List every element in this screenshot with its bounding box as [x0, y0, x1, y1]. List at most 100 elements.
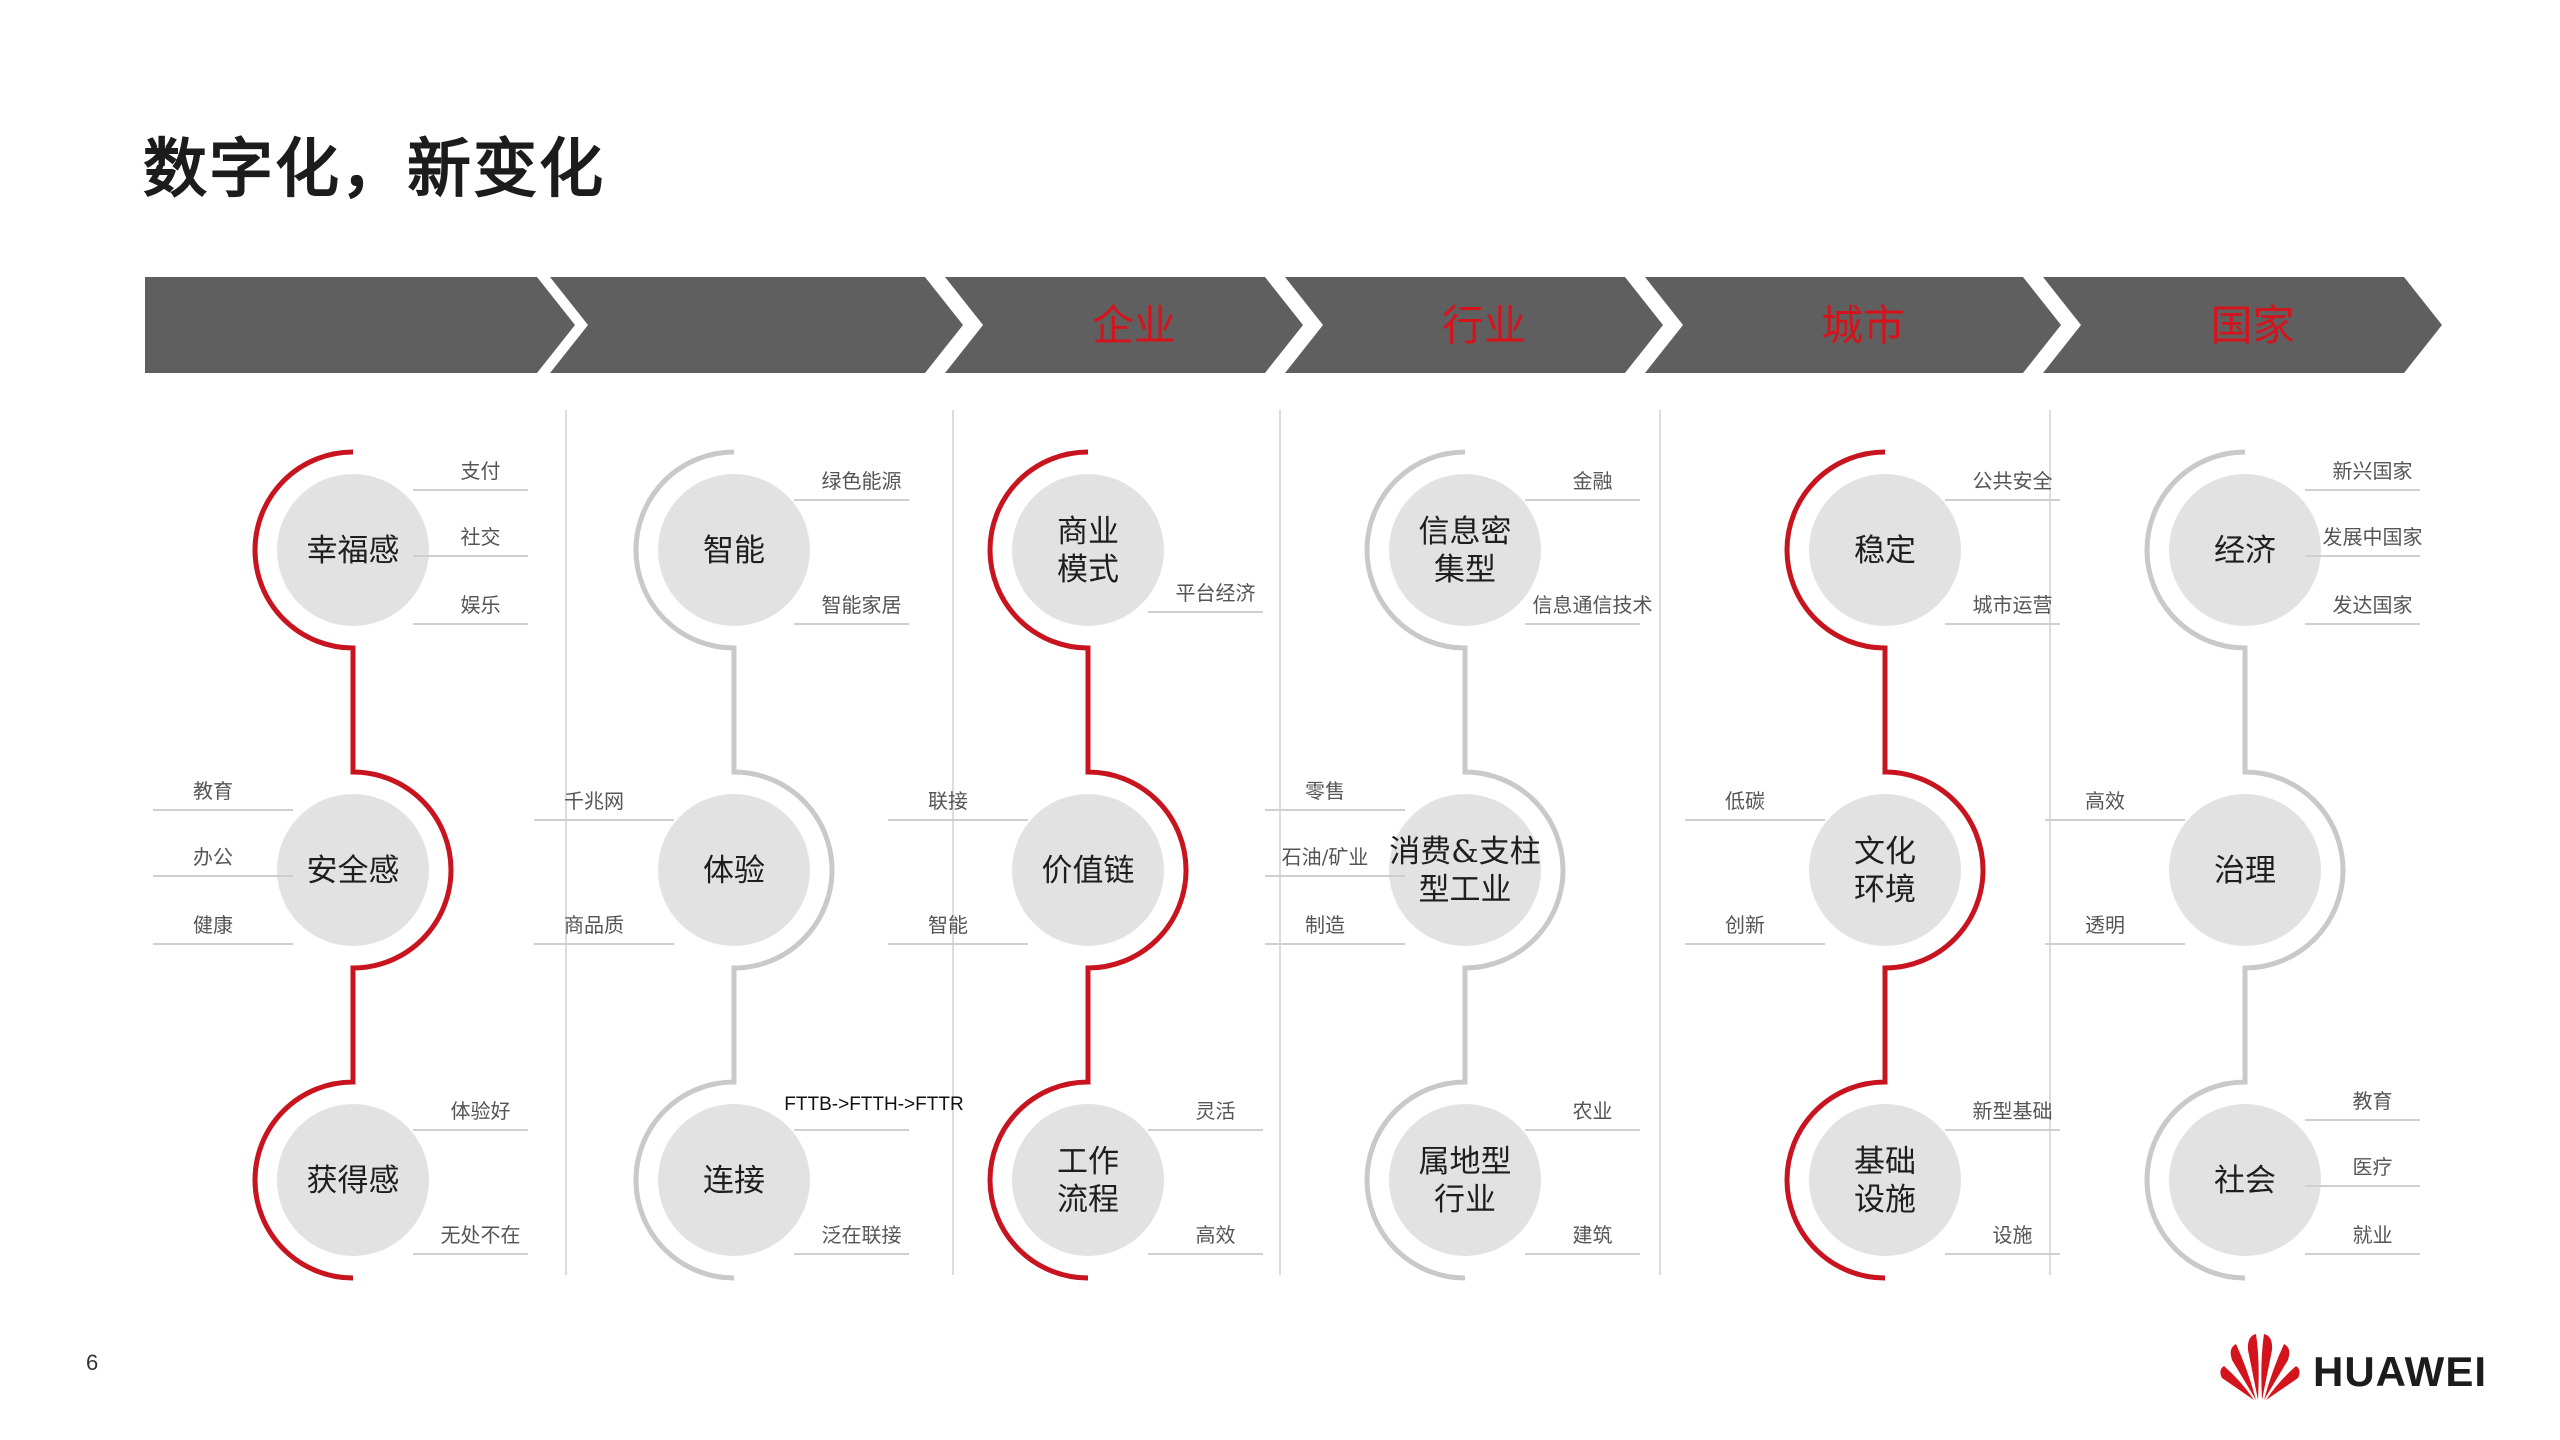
node-circle: [658, 794, 810, 946]
sub-label: 透明: [2085, 913, 2125, 937]
node-label: 价值链: [1042, 853, 1135, 889]
node-label: 安全感: [307, 853, 400, 889]
node-circle: [2169, 474, 2321, 626]
node-circle: [1809, 1104, 1961, 1256]
connector-line: [1784, 449, 1986, 1281]
chevron-5: [1645, 277, 2061, 373]
node-label: 商业: [1057, 514, 1119, 550]
sub-label: 平台经济: [1176, 581, 1256, 605]
sub-label: 低碳: [1725, 789, 1765, 813]
sub-label: 创新: [1725, 913, 1765, 937]
connector-line: [987, 449, 1189, 1281]
sub-label: 信息通信技术: [1533, 593, 1653, 617]
page-title: 数字化，新变化: [143, 133, 605, 207]
sub-label: 体验好: [451, 1099, 511, 1123]
connector-line: [633, 449, 835, 1281]
node-circle: [1012, 794, 1164, 946]
node-label: 稳定: [1854, 533, 1916, 569]
huawei-logo-icon: [2220, 1334, 2300, 1400]
brand-name: HUAWEI: [2313, 1348, 2487, 1395]
sub-label: 高效: [1196, 1223, 1236, 1247]
sub-label: 新兴国家: [2333, 459, 2413, 483]
node-label: 幸福感: [307, 533, 400, 569]
node-label: 基础: [1854, 1144, 1916, 1180]
sub-label: 智能: [928, 913, 968, 937]
chevron-1: [145, 277, 575, 373]
chevron-label-6: 国家: [2210, 301, 2294, 350]
node-circle: [1389, 474, 1541, 626]
node-label: 设施: [1854, 1182, 1916, 1218]
node-circle: [1389, 1104, 1541, 1256]
sub-label: 新型基础: [1973, 1099, 2053, 1123]
sub-label: 娱乐: [461, 593, 501, 617]
sub-label: 无处不在: [441, 1223, 521, 1247]
node-circle: [277, 1104, 429, 1256]
slide-number: 6: [86, 1350, 99, 1375]
sub-label: 教育: [193, 779, 233, 803]
chevron-label-5: 城市: [1821, 301, 1905, 350]
node-label: 体验: [703, 853, 765, 889]
sub-label: 千兆网: [564, 789, 624, 813]
sub-label: 办公: [193, 845, 233, 869]
sub-label: 智能家居: [822, 593, 902, 617]
node-label: 消费&支柱: [1389, 834, 1541, 870]
node-label: 治理: [2214, 853, 2276, 889]
chevron-4: [1285, 277, 1663, 373]
sub-label: 发达国家: [2333, 593, 2413, 617]
chevron-label-4: 行业: [1442, 301, 1526, 350]
node-label: 环境: [1854, 872, 1916, 908]
node-label: 属地型: [1419, 1144, 1512, 1180]
node-circle: [658, 1104, 810, 1256]
node-label: 社会: [2214, 1163, 2276, 1199]
node-circle: [2169, 794, 2321, 946]
node-circle: [1012, 474, 1164, 626]
node-label: 信息密: [1419, 514, 1512, 550]
sub-label: 支付: [461, 459, 501, 483]
node-circle: [1809, 794, 1961, 946]
sub-label: 医疗: [2353, 1155, 2393, 1179]
sub-label: 灵活: [1196, 1099, 1236, 1123]
node-circle: [277, 474, 429, 626]
node-circle: [1389, 794, 1541, 946]
node-label: 集型: [1434, 552, 1496, 588]
node-circle: [277, 794, 429, 946]
node-circle: [1012, 1104, 1164, 1256]
sub-label: 高效: [2085, 789, 2125, 813]
node-label: 工作: [1057, 1144, 1119, 1180]
sub-label: 发展中国家: [2323, 525, 2423, 549]
sub-label: 零售: [1305, 779, 1345, 803]
sub-label: 城市运营: [1973, 593, 2053, 617]
sub-label: FTTB->FTTH->FTTR: [784, 1094, 963, 1115]
node-label: 模式: [1057, 552, 1119, 588]
sub-label: 健康: [193, 913, 233, 937]
sub-label: 农业: [1573, 1099, 1613, 1123]
node-circle: [2169, 1104, 2321, 1256]
node-label: 文化: [1854, 834, 1916, 870]
connector-line: [252, 449, 454, 1281]
connector-line: [2144, 449, 2346, 1281]
sub-label: 商品质: [564, 913, 624, 937]
sub-label: 制造: [1305, 913, 1345, 937]
node-circle: [1809, 474, 1961, 626]
sub-label: 教育: [2353, 1089, 2393, 1113]
